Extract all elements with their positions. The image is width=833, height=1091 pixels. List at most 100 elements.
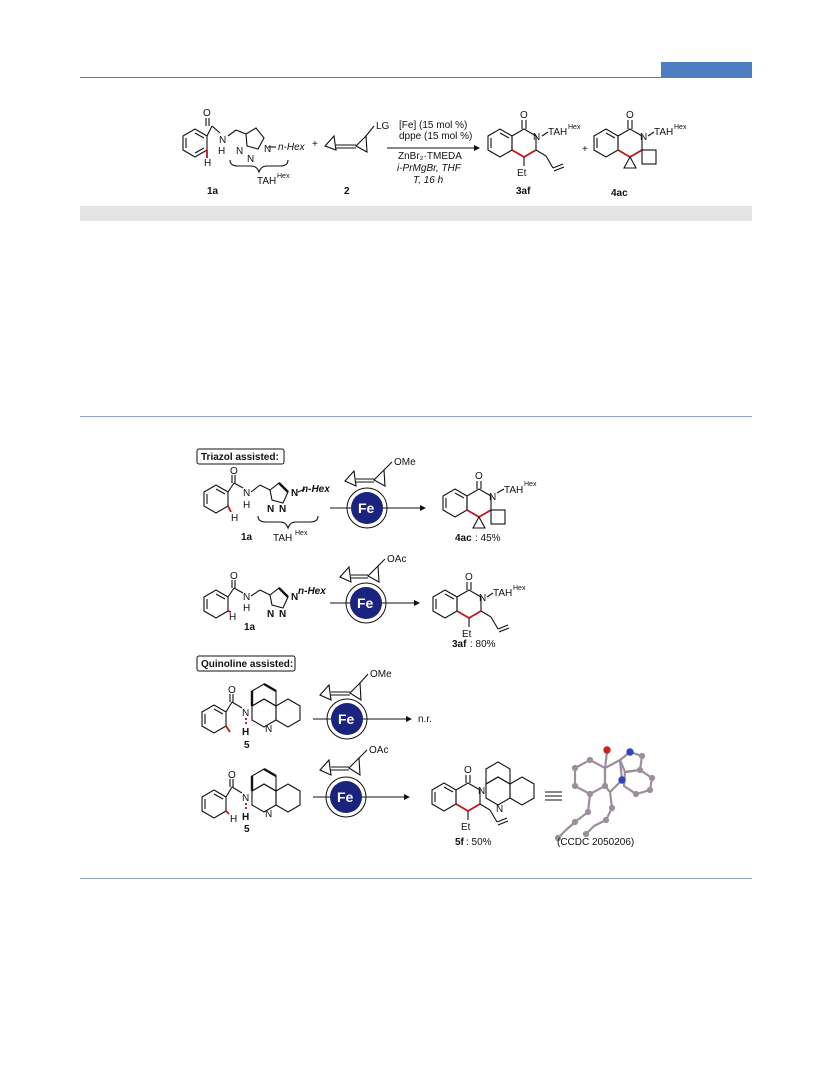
compound-label-1a: 1a [207, 186, 219, 197]
row1-reagent: OMe [344, 457, 416, 487]
triazole-n: N [264, 144, 271, 155]
reagent-label: OAc [387, 554, 406, 565]
n-atom: N [640, 132, 647, 143]
fe-catalyst-label: Fe [358, 500, 375, 516]
o-atom: O [464, 765, 472, 776]
compound-label-3af: 3af [516, 186, 531, 197]
ccdc-number: (CCDC 2050206) [557, 837, 634, 848]
fe-catalyst-label: Fe [338, 711, 355, 727]
triazole-n: N [279, 504, 286, 515]
h-atom: H [229, 612, 236, 623]
row4-arrow: Fe [313, 776, 410, 818]
plus-sign: + [582, 144, 588, 155]
row2-substrate: H O N H N N N n-Hex 1a [203, 571, 326, 633]
triazole-n: N [291, 488, 298, 499]
fe-catalyst-label: Fe [337, 789, 354, 805]
row1-substrate: H O N H N N N n-Hex TAH Hex 1a [203, 466, 330, 544]
row2-arrow: Fe [330, 582, 420, 624]
tah-sup: Hex [524, 481, 537, 488]
triazole-n: N [291, 592, 298, 603]
n-atom: N [243, 592, 250, 603]
n-atom: N [219, 135, 226, 146]
product-label-4ac: 4ac [455, 533, 472, 544]
n-atom: N [242, 793, 249, 804]
tah-label: TAH [654, 127, 673, 138]
row2-product: O N TAH Hex Et 3af : 80% [432, 572, 526, 650]
hexyl-label: n-Hex [278, 142, 306, 153]
triazole-n: N [247, 154, 254, 165]
nh-h: H [242, 727, 249, 738]
product-label-3af: 3af [452, 639, 467, 650]
nh-h: H [242, 812, 249, 823]
yield-value: : 50% [466, 837, 492, 848]
h-atom: H [231, 513, 238, 524]
quinoline-header-text: Quinoline assisted: [201, 659, 293, 670]
n-atom: N [533, 132, 540, 143]
ethyl-label: Et [461, 822, 471, 833]
tah-sup: Hex [674, 124, 687, 131]
scheme1-arrow: [Fe] (15 mol %) dppe (15 mol %) ZnBr₂·TM… [387, 120, 480, 186]
row3-arrow: Fe n.r. [313, 698, 432, 740]
yield-value: : 80% [470, 639, 496, 650]
hexyl-label: n-Hex [302, 484, 330, 495]
ethyl-label: Et [517, 168, 527, 179]
triazole-n: N [267, 609, 274, 620]
scheme1-reactant-1a: H O N H N N N n-Hex TAH Hex 1a [182, 108, 306, 197]
o-atom: O [520, 110, 528, 121]
table-header-band [80, 206, 752, 221]
triazol-header-text: Triazol assisted: [201, 452, 279, 463]
o-atom: O [626, 110, 634, 121]
tah-label: TAH [504, 485, 523, 496]
plus-sign: + [312, 139, 318, 150]
section-rule-bottom [80, 878, 752, 879]
n-atom: N [478, 786, 485, 797]
header-color-block [661, 62, 752, 77]
nh-h: H [218, 146, 225, 157]
fe-catalyst-label: Fe [357, 595, 374, 611]
row3-reagent: OMe [319, 669, 392, 702]
tah-label: TAH [548, 127, 567, 138]
scheme1-reactant-2: LG 2 [324, 121, 390, 197]
section-rule [80, 416, 752, 417]
tah-label: TAH [273, 533, 292, 544]
quinoline-n: N [265, 809, 272, 820]
row3-substrate: O N H N 5 [201, 682, 301, 751]
xray-structure-image [554, 746, 656, 842]
leaving-group: LG [376, 121, 390, 132]
o-atom: O [475, 471, 483, 482]
n-atom: N [489, 492, 496, 503]
product-label-5f: 5f [455, 837, 465, 848]
ethyl-label: Et [462, 629, 472, 640]
row4-reagent: OAc [319, 745, 388, 777]
tah-sup: Hex [568, 124, 581, 131]
quinoline-n: N [265, 724, 272, 735]
compound-label-4ac: 4ac [611, 188, 628, 199]
quinoline-n: N [496, 804, 503, 815]
n-atom: N [479, 593, 486, 604]
o-atom: O [230, 571, 238, 582]
o-atom: O [465, 572, 473, 583]
tah-label: TAH [493, 588, 512, 599]
tah-sup: Hex [513, 585, 526, 592]
h-atom: H [204, 158, 211, 169]
row4-product: O N N Et 5f : 50% [431, 761, 535, 848]
hexyl-label: n-Hex [298, 586, 326, 597]
tah-sup: Hex [295, 530, 308, 537]
o-atom: O [230, 466, 238, 477]
yield-value: : 45% [475, 533, 501, 544]
no-reaction-label: n.r. [418, 714, 432, 725]
o-atom: O [228, 770, 236, 781]
row2-reagent: OAc [339, 554, 406, 583]
triazole-n: N [267, 504, 274, 515]
n-atom: N [242, 708, 249, 719]
condition-line: dppe (15 mol %) [399, 131, 472, 142]
quinoline-header: Quinoline assisted: [196, 655, 296, 672]
o-atom: O [203, 108, 211, 119]
row1-product: O N TAH Hex 4ac : 45% [442, 471, 537, 544]
compound-label-2: 2 [344, 186, 350, 197]
scheme1-product-4ac: O N TAH Hex 4ac [593, 110, 687, 199]
nh-h: H [243, 500, 250, 511]
row1-arrow: Fe [330, 487, 426, 529]
condition-line: [Fe] (15 mol %) [399, 120, 467, 131]
